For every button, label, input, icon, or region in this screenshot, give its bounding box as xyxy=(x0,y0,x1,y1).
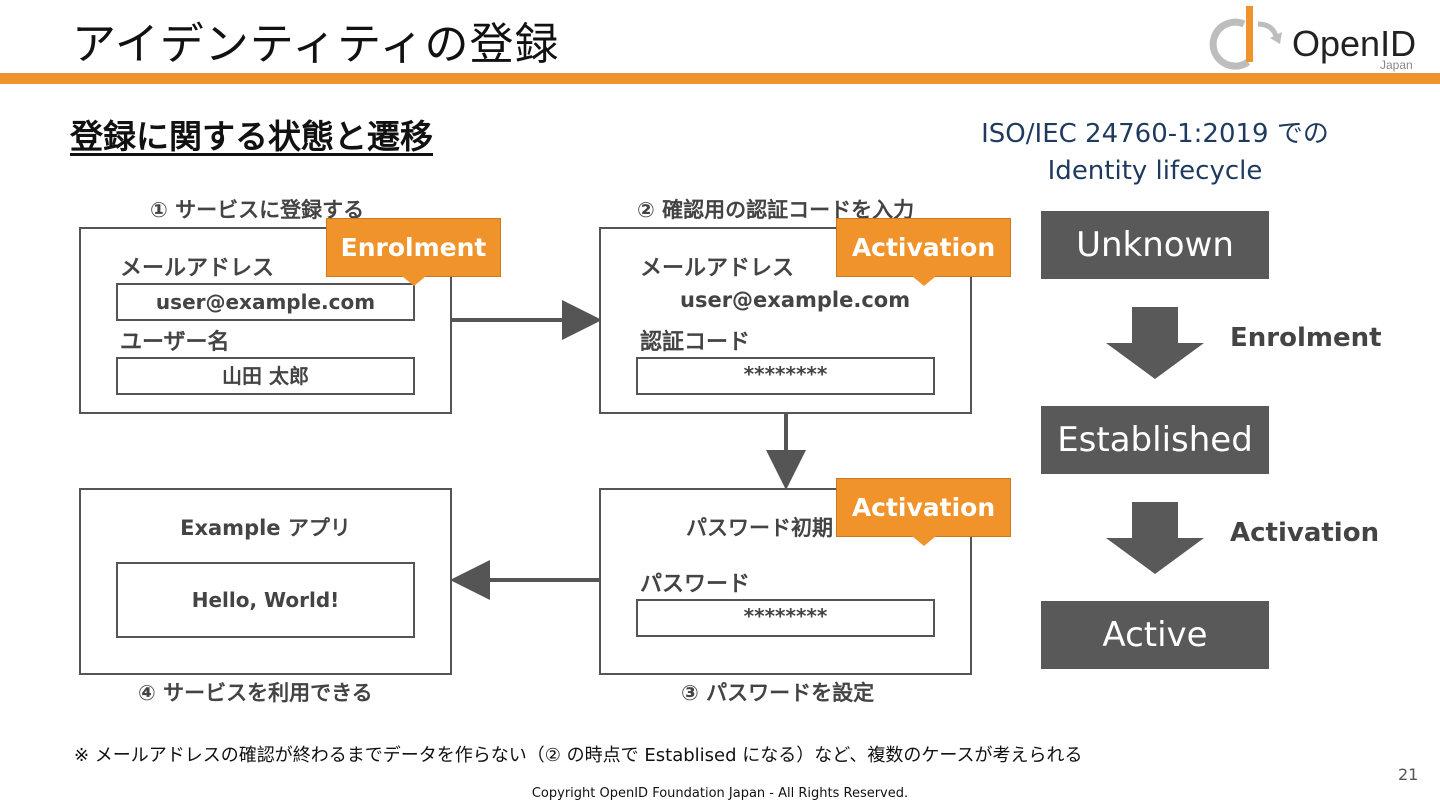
footnote: ※ メールアドレスの確認が終わるまでデータを作らない（② の時点で Establ… xyxy=(74,745,1083,766)
step2-activation-badge: Activation xyxy=(836,218,1011,286)
step2-badge-text: Activation xyxy=(851,233,996,262)
badge-pointer xyxy=(911,536,936,546)
step2-code-field[interactable]: ******** xyxy=(636,357,935,395)
step1-username-field[interactable]: 山田 太郎 xyxy=(116,357,415,395)
section-heading: 登録に関する状態と遷移 xyxy=(70,117,433,156)
page-number: 21 xyxy=(1398,765,1419,784)
step3-password-field[interactable]: ******** xyxy=(636,599,935,637)
transition-activation-label: Activation xyxy=(1230,518,1380,548)
step2-code-label: 認証コード xyxy=(640,330,751,355)
step1-username-label: ユーザー名 xyxy=(120,330,230,355)
state-established: Established xyxy=(1041,406,1269,474)
step4-label: ④ サービスを利用できる xyxy=(138,681,373,705)
state-active: Active xyxy=(1041,601,1269,669)
openid-logo: OpenID Japan xyxy=(1209,2,1430,72)
state-unknown: Unknown xyxy=(1041,211,1269,279)
down-arrow-icon xyxy=(1106,502,1204,574)
logo-brand-text: OpenID xyxy=(1292,23,1416,64)
step3-heading: パスワード初期 xyxy=(686,516,833,540)
step1-email-field[interactable]: user@example.com xyxy=(116,283,415,321)
slide-title: アイデンティティの登録 xyxy=(72,19,560,70)
step4-message-box: Hello, World! xyxy=(116,562,415,638)
openid-logo-icon: OpenID Japan xyxy=(1209,6,1416,72)
transition-enrolment-label: Enrolment xyxy=(1230,323,1382,353)
step3-label: ③ パスワードを設定 xyxy=(681,681,875,705)
badge-pointer xyxy=(401,276,426,286)
iso-caption: ISO/IEC 24760-1:2019 での Identity lifecyc… xyxy=(960,116,1350,190)
step1-enrolment-badge: Enrolment xyxy=(326,218,501,286)
step3-password-label: パスワード xyxy=(640,572,751,597)
step1-badge-text: Enrolment xyxy=(340,233,487,262)
step3-activation-badge: Activation xyxy=(836,478,1011,546)
step2-email-label: メールアドレス xyxy=(640,256,795,281)
badge-pointer xyxy=(911,276,936,286)
copyright-notice: Copyright OpenID Foundation Japan - All … xyxy=(531,786,909,801)
iso-caption-line1: ISO/IEC 24760-1:2019 での xyxy=(981,119,1329,149)
iso-caption-line2: Identity lifecycle xyxy=(1047,156,1263,186)
step1-email-label: メールアドレス xyxy=(120,256,275,281)
down-arrow-icon xyxy=(1106,307,1204,379)
logo-sub-text: Japan xyxy=(1380,58,1413,72)
step4-app-title: Example アプリ xyxy=(180,516,351,540)
header-accent-bar xyxy=(0,73,1440,84)
step3-badge-text: Activation xyxy=(851,493,996,522)
step2-email-value: user@example.com xyxy=(680,288,911,312)
